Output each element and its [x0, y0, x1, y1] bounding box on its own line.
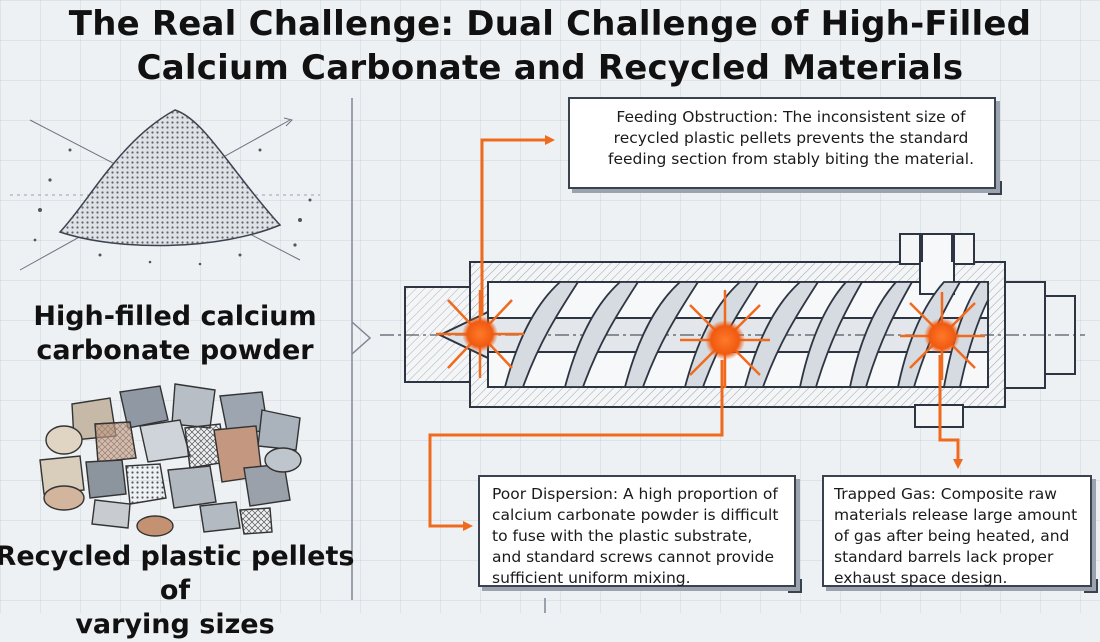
powder-label-line-2: carbonate powder: [36, 335, 314, 366]
title-line-2: Calcium Carbonate and Recycled Materials: [136, 48, 964, 88]
pellets-illustration: [39, 383, 302, 537]
burst-marker-feeding: [436, 290, 524, 378]
callout-dispersion-text: Poor Dispersion: A high proportion of ca…: [492, 485, 779, 587]
burst-marker-dispersion: [680, 290, 770, 388]
diagram-canvas: [10, 98, 1085, 613]
callout-gas-text: Trapped Gas: Composite raw materials rel…: [834, 485, 1078, 587]
callout-poor-dispersion: Poor Dispersion: A high proportion of ca…: [478, 475, 802, 593]
callout-feeding-text: Feeding Obstruction: The inconsistent si…: [607, 108, 974, 168]
pellets-label-line-1: Recycled plastic pellets of: [0, 541, 355, 606]
connector-feeding: [480, 135, 555, 316]
callout-trapped-gas: Trapped Gas: Composite raw materials rel…: [822, 475, 1098, 593]
panel-divider: [351, 98, 546, 613]
connector-dispersion: [428, 360, 724, 531]
powder-pile-illustration: [10, 109, 320, 271]
powder-label-line-1: High-filled calcium: [33, 301, 317, 332]
title-line-1: The Real Challenge: Dual Challenge of Hi…: [68, 4, 1032, 44]
burst-marker-gas: [900, 292, 985, 380]
pellets-label-line-2: varying sizes: [75, 609, 275, 640]
callout-feeding-obstruction: Feeding Obstruction: The inconsistent si…: [568, 97, 1002, 195]
connector-gas: [938, 355, 963, 469]
page-title: The Real Challenge: Dual Challenge of Hi…: [0, 2, 1100, 90]
powder-label: High-filled calcium carbonate powder: [0, 300, 355, 368]
pellets-label: Recycled plastic pellets of varying size…: [0, 540, 360, 642]
